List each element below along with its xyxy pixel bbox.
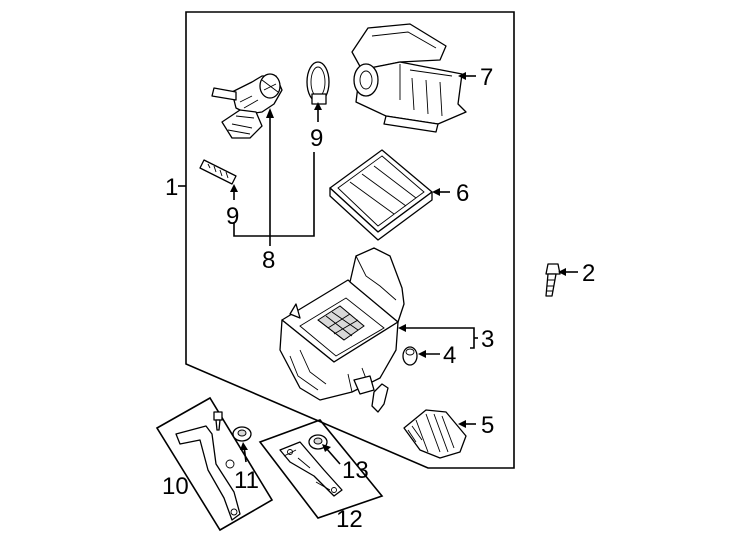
- air-filter-element-icon[interactable]: [329, 149, 433, 241]
- bracket-kit-boundary-12: [258, 419, 384, 519]
- leader-lines: [178, 72, 578, 465]
- callout-2: 2: [582, 260, 595, 287]
- callout-3: 3: [481, 326, 494, 353]
- callout-9-left: 9: [226, 203, 239, 230]
- mounting-bracket-icon[interactable]: [175, 411, 241, 521]
- callout-7: 7: [480, 64, 493, 91]
- callout-12: 12: [336, 506, 363, 533]
- assembly-boundary: [185, 11, 515, 469]
- callout-1: 1: [165, 174, 178, 201]
- callout-8: 8: [262, 247, 275, 274]
- insulator-icon[interactable]: [308, 434, 328, 450]
- callout-13: 13: [342, 457, 369, 484]
- bolt-icon[interactable]: [545, 263, 561, 297]
- callout-6: 6: [456, 180, 469, 207]
- air-cleaner-cover-icon[interactable]: [351, 23, 467, 133]
- support-bracket-icon[interactable]: [279, 441, 343, 497]
- callout-5: 5: [481, 412, 494, 439]
- callout-11: 11: [234, 467, 259, 494]
- outlet-hose-icon[interactable]: [211, 73, 283, 139]
- grommet-icon[interactable]: [402, 346, 418, 366]
- bracket-kit-boundary-10: [155, 396, 274, 532]
- inlet-duct-icon[interactable]: [403, 409, 467, 459]
- insulator-icon[interactable]: [232, 426, 252, 442]
- callout-9-right: 9: [310, 125, 323, 152]
- hose-clamp-icon[interactable]: [306, 61, 330, 105]
- callout-4: 4: [443, 342, 456, 369]
- air-cleaner-lower-housing-icon[interactable]: [279, 247, 405, 413]
- callout-10: 10: [162, 473, 189, 500]
- hose-clamp-icon[interactable]: [199, 159, 237, 185]
